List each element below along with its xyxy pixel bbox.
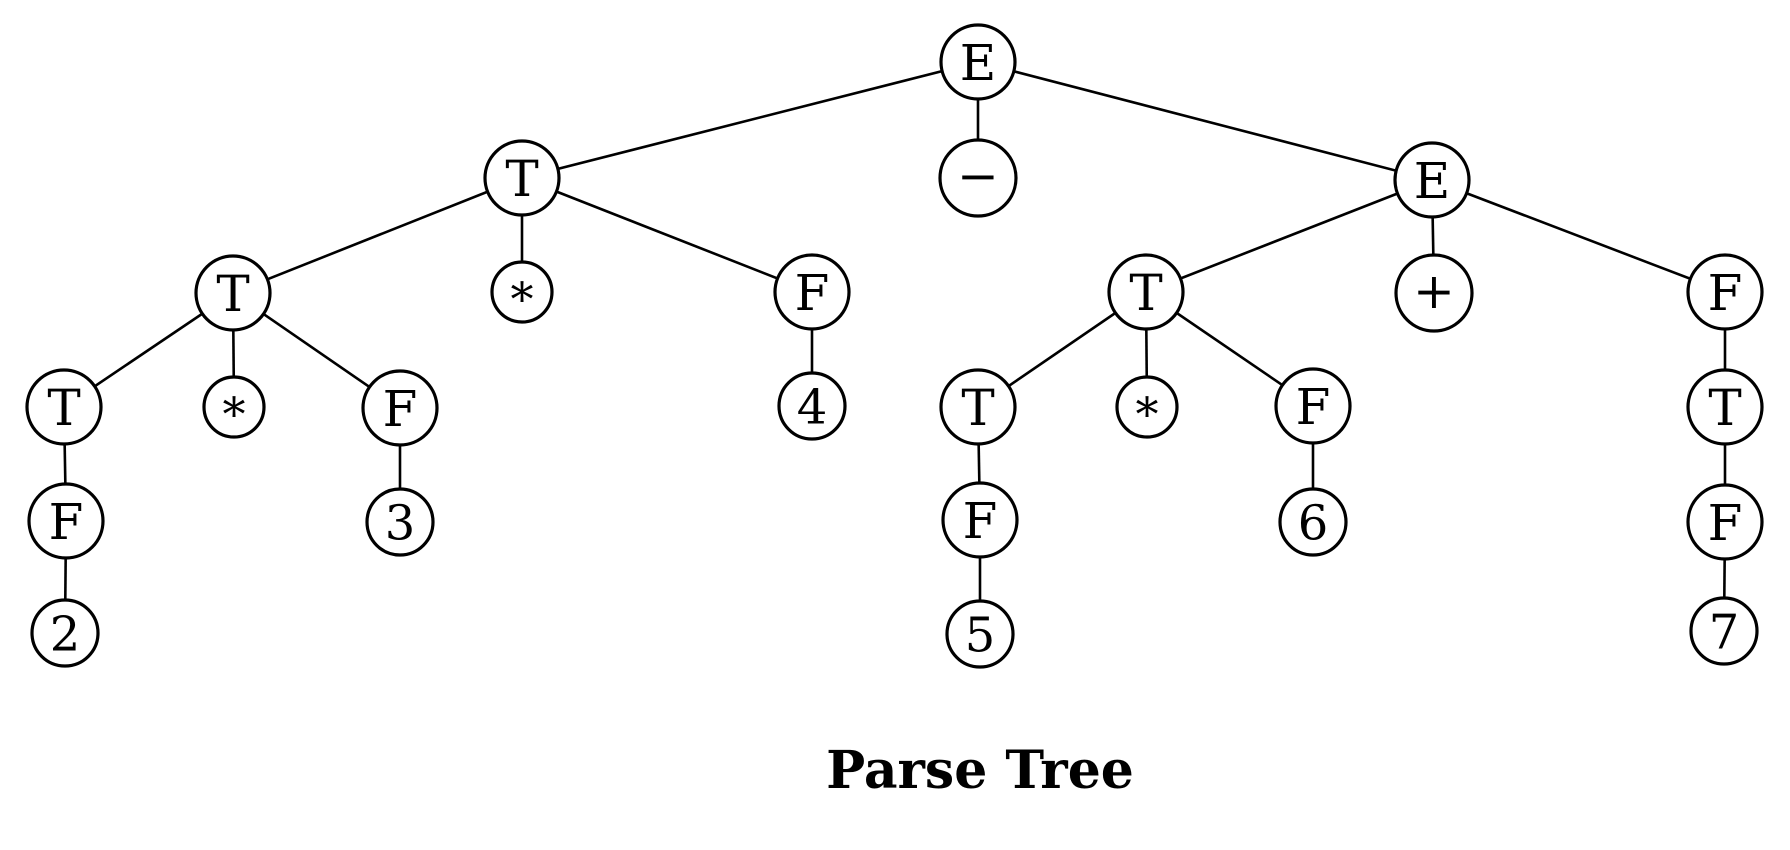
node-label-F3b: F	[1296, 378, 1331, 436]
node-circle-T3c	[1686, 368, 1764, 446]
node-circle-F2a	[773, 253, 851, 331]
tree-node-T3c: T	[1686, 368, 1764, 446]
tree-node-N7: 7	[1689, 596, 1759, 666]
node-circle-F2b	[1686, 253, 1764, 331]
node-label-T2a: T	[216, 265, 249, 323]
node-circle-S3a	[202, 375, 266, 439]
node-circle-S3b	[1115, 375, 1179, 439]
node-label-F4c: F	[1708, 494, 1743, 552]
node-circle-E1	[1393, 141, 1471, 219]
node-circle-F4c	[1686, 483, 1764, 561]
tree-node-F2a: F	[773, 253, 851, 331]
tree-node-N3: 3	[365, 487, 435, 557]
tree-node-F2b: F	[1686, 253, 1764, 331]
tree-node-S2a: ∗	[490, 260, 554, 324]
diagram-title: Parse Tree	[826, 740, 1134, 801]
tree-node-T2a: T	[194, 254, 272, 332]
tree-node-M1: −	[938, 138, 1018, 218]
node-label-N5: 5	[965, 607, 996, 663]
node-label-T1: T	[505, 150, 538, 208]
node-label-T3c: T	[1708, 379, 1741, 437]
node-label-P2: +	[1413, 262, 1455, 320]
node-label-F2a: F	[795, 264, 830, 322]
node-circle-N2	[30, 598, 100, 668]
node-circle-N6	[1278, 487, 1348, 557]
tree-edge-E1-F2b	[1431, 178, 1726, 294]
node-circle-P2	[1394, 253, 1474, 333]
node-label-S3a: ∗	[218, 378, 249, 432]
node-circle-F4a	[27, 482, 105, 560]
node-circle-F4b	[941, 481, 1019, 559]
node-label-M1: −	[957, 147, 999, 205]
tree-node-P2: +	[1394, 253, 1474, 333]
node-circle-T3b	[939, 368, 1017, 446]
node-label-F2b: F	[1708, 264, 1743, 322]
node-circle-T3a	[25, 368, 103, 446]
tree-node-T3b: T	[939, 368, 1017, 446]
node-circle-T2b	[1107, 253, 1185, 331]
tree-node-F3a: F	[361, 369, 439, 447]
tree-node-E0: E	[939, 23, 1017, 101]
tree-node-F3b: F	[1274, 367, 1352, 445]
tree-node-N5: 5	[945, 599, 1015, 669]
node-label-N4: 4	[797, 379, 828, 435]
node-label-F3a: F	[383, 380, 418, 438]
tree-node-T2b: T	[1107, 253, 1185, 331]
tree-edge-E0-E1	[977, 60, 1433, 182]
node-circle-N3	[365, 487, 435, 557]
node-circle-F3a	[361, 369, 439, 447]
node-label-T3a: T	[47, 379, 80, 437]
tree-edge-E1-T2b	[1145, 178, 1433, 294]
node-circle-N7	[1689, 596, 1759, 666]
node-label-S2a: ∗	[506, 263, 537, 317]
node-label-F4b: F	[963, 492, 998, 550]
tree-edge-T1-T2a	[232, 176, 523, 295]
node-label-N2: 2	[50, 606, 81, 662]
node-circle-S2a	[490, 260, 554, 324]
node-label-N6: 6	[1298, 495, 1329, 551]
edges-layer	[62, 60, 1727, 634]
node-label-F4a: F	[49, 493, 84, 551]
node-label-T3b: T	[961, 379, 994, 437]
node-label-N7: 7	[1709, 604, 1740, 660]
tree-node-T3a: T	[25, 368, 103, 446]
node-circle-F3b	[1274, 367, 1352, 445]
tree-node-E1: E	[1393, 141, 1471, 219]
tree-node-F4b: F	[941, 481, 1019, 559]
tree-edge-E0-T1	[521, 60, 979, 180]
tree-edge-T1-F2a	[521, 176, 813, 294]
node-label-N3: 3	[385, 495, 416, 551]
node-circle-N5	[945, 599, 1015, 669]
tree-node-F4a: F	[27, 482, 105, 560]
tree-node-S3a: ∗	[202, 375, 266, 439]
node-label-T2b: T	[1129, 264, 1162, 322]
tree-node-S3b: ∗	[1115, 375, 1179, 439]
tree-node-N6: 6	[1278, 487, 1348, 557]
node-circle-E0	[939, 23, 1017, 101]
node-circle-N4	[777, 371, 847, 441]
tree-node-T1: T	[483, 139, 561, 217]
node-label-E1: E	[1414, 152, 1451, 210]
tree-node-N4: 4	[777, 371, 847, 441]
node-circle-M1	[938, 138, 1018, 218]
node-circle-T1	[483, 139, 561, 217]
node-circle-T2a	[194, 254, 272, 332]
tree-node-N2: 2	[30, 598, 100, 668]
tree-node-F4c: F	[1686, 483, 1764, 561]
node-label-S3b: ∗	[1131, 378, 1162, 432]
node-label-E0: E	[960, 34, 997, 92]
